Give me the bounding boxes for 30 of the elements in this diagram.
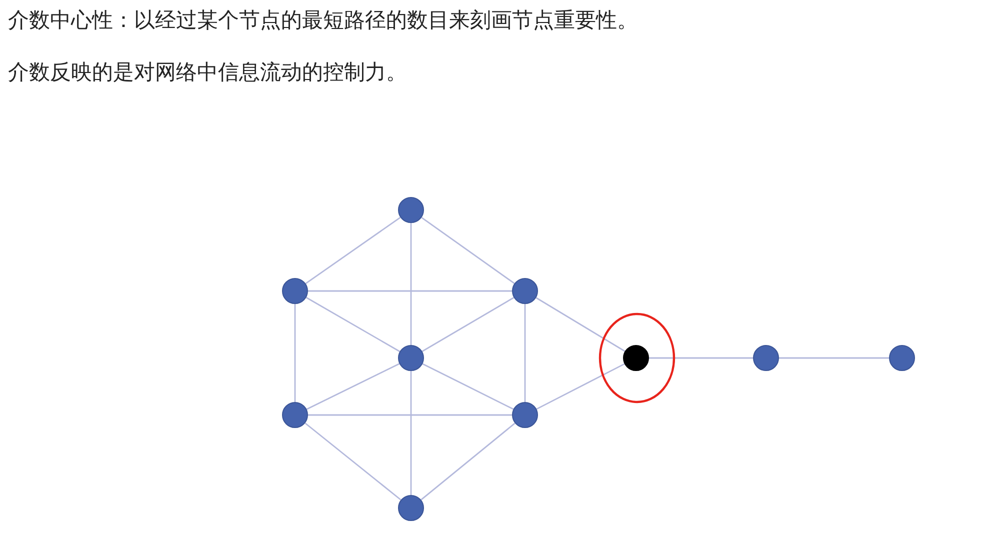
network-node [889, 345, 915, 371]
network-link [420, 422, 516, 500]
network-node [512, 278, 538, 304]
network-link [306, 363, 400, 410]
network-link [410, 223, 412, 345]
network-node [282, 402, 308, 428]
network-node [398, 495, 424, 521]
network-link [536, 363, 625, 410]
network-link [649, 357, 753, 359]
network-link [410, 371, 412, 495]
network-link [524, 304, 526, 402]
network-link [308, 414, 512, 416]
network-link [779, 357, 889, 359]
network-link [421, 216, 515, 284]
network-link [308, 290, 512, 292]
network-link [304, 422, 402, 500]
network-link [294, 304, 296, 402]
network-node [398, 197, 424, 223]
network-node [753, 345, 779, 371]
network-link [536, 297, 626, 352]
network-link [422, 296, 514, 352]
note-text: 介数反映的是对网络中信息流动的控制力。 [8, 59, 407, 86]
network-node [623, 345, 649, 371]
network-link [305, 216, 401, 284]
network-node [282, 278, 308, 304]
network-node [398, 345, 424, 371]
network-node [512, 402, 538, 428]
network-link [306, 296, 400, 352]
network-link [422, 363, 514, 410]
note-text: 介数中心性：以经过某个节点的最短路径的数目来刻画节点重要性。 [8, 7, 638, 34]
